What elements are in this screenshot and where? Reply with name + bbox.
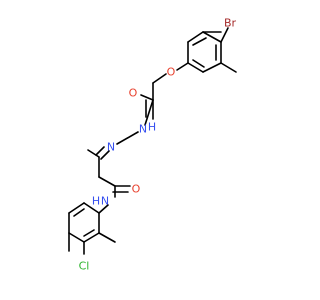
oxygen-ether-label: O [167, 66, 176, 79]
bond [140, 94, 154, 101]
hydrazide-nh-label: H N [139, 121, 156, 136]
bond [144, 99, 154, 126]
bond [192, 59, 205, 68]
bond [83, 232, 100, 243]
bond [73, 208, 85, 217]
amide-nitrogen-label: N [101, 195, 109, 208]
chlorine-label: Cl [79, 260, 90, 273]
bond [116, 131, 139, 145]
bond-layer [68, 27, 237, 255]
oxygen-hydrazide-carbonyl-label: O [129, 87, 138, 100]
hydrazide-n-label: N [139, 123, 147, 136]
bond [98, 232, 116, 243]
amide-h-label: H [92, 195, 100, 208]
bond [220, 27, 229, 43]
structure-canvas: Br O O H N N O N H Cl [68, 17, 237, 273]
bond [83, 229, 95, 237]
oxygen-ether-label: O [167, 66, 176, 79]
imine-nitrogen-label: N [107, 141, 115, 154]
bond [68, 232, 85, 243]
amide-nh-label: N H [92, 195, 109, 208]
molecule-structure: Br O O H N N O N H Cl [68, 17, 237, 273]
bond [187, 62, 204, 73]
bond [68, 202, 85, 214]
bond [83, 202, 100, 214]
amide-oxygen-label: O [132, 183, 141, 196]
bond [98, 176, 116, 187]
bond [202, 31, 222, 43]
bond [220, 62, 237, 73]
bromine-label: Br [224, 17, 237, 30]
imine-nitrogen-label: N [107, 141, 115, 154]
bond [87, 149, 100, 158]
bond [176, 62, 189, 71]
bond [152, 73, 167, 84]
bond [202, 62, 222, 73]
bond [187, 31, 204, 43]
bond [98, 204, 109, 214]
bond [95, 146, 105, 156]
bromine-label: Br [224, 17, 237, 30]
oxygen-hydrazide-carbonyl-label: O [129, 87, 138, 100]
hydrazide-h-label: H [148, 121, 156, 134]
amide-oxygen-label: O [132, 183, 141, 196]
chlorine-label: Cl [79, 260, 90, 273]
bond [192, 37, 207, 46]
bond [100, 150, 110, 160]
atom-label-layer: Br O O H N N O N H Cl [79, 17, 237, 273]
